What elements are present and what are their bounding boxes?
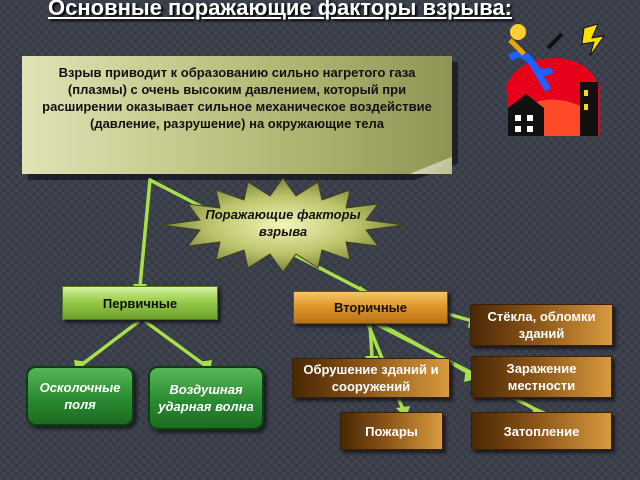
center-burst: Поражающие факторы взрыва: [160, 176, 406, 274]
description-card: Взрыв приводит к образованию сильно нагр…: [22, 56, 458, 180]
connector-to-primary: [138, 178, 152, 288]
slide-title: Основные поражающие факторы взрыва:: [48, 0, 512, 20]
burst-shape: [161, 177, 405, 273]
secondary-factors-box: Вторичные: [293, 291, 448, 324]
primary-factors-box: Первичные: [62, 286, 218, 320]
center-label: Поражающие факторы взрыва: [205, 207, 361, 239]
fragment-fields-box: Осколочные поля: [26, 366, 134, 426]
description-text: Взрыв приводит к образованию сильно нагр…: [22, 56, 452, 174]
contamination-box: Заражение местности: [471, 356, 612, 398]
building-collapse-box: Обрушение зданий и сооружений: [292, 358, 450, 398]
blast-wave-box: Воздушная ударная волна: [148, 366, 264, 430]
connector-to-blast-wave: [144, 320, 208, 368]
explosion-icon: [506, 23, 606, 136]
glass-debris-box: Стёкла, обломки зданий: [470, 304, 613, 346]
fires-box: Пожары: [340, 412, 443, 450]
flooding-box: Затопление: [471, 412, 612, 450]
connector-to-fragment-fields: [78, 320, 140, 368]
